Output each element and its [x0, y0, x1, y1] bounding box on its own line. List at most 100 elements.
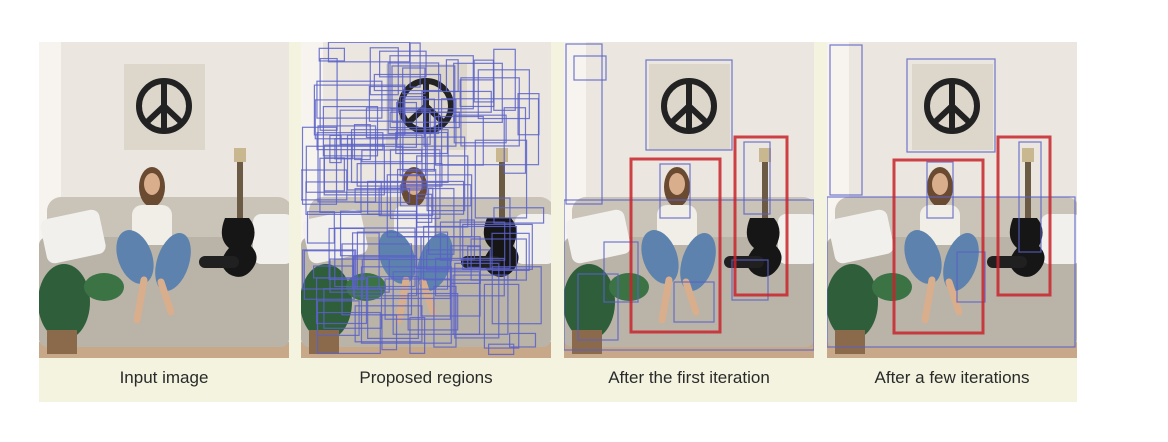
- detection-box: [892, 158, 985, 335]
- detection-box: [733, 135, 789, 297]
- plant: [564, 264, 615, 340]
- region-box: [743, 141, 771, 215]
- region-box: [395, 131, 449, 155]
- region-box: [956, 251, 986, 303]
- region-box: [360, 266, 452, 344]
- guitar-neck: [237, 154, 243, 224]
- legs: [921, 276, 963, 324]
- region-box: [392, 271, 481, 335]
- plant-leaf: [609, 273, 649, 301]
- figure: Input image Proposed regions After the f…: [39, 42, 1077, 402]
- region-box: [474, 139, 528, 219]
- region-box: [731, 259, 769, 301]
- region-box: [409, 42, 421, 88]
- region-box: [829, 44, 863, 196]
- cushion-right: [1041, 214, 1077, 264]
- panel-input-image: [39, 42, 289, 358]
- region-box: [354, 305, 423, 343]
- legs: [133, 276, 175, 324]
- detection-box: [996, 135, 1052, 297]
- region-box: [926, 161, 954, 219]
- caption-few-iterations: After a few iterations: [874, 368, 1030, 387]
- region-box: [399, 96, 427, 177]
- plant: [39, 264, 90, 340]
- guitar-head: [496, 148, 508, 162]
- region-box: [384, 278, 452, 320]
- panel-proposed-regions: [301, 42, 551, 358]
- region-box: [426, 136, 466, 212]
- region-box: [329, 134, 342, 164]
- region-box: [473, 59, 495, 103]
- guitar-neck: [762, 154, 768, 224]
- region-box: [433, 285, 457, 348]
- caption-proposed-regions: Proposed regions: [359, 368, 493, 387]
- cushion-left: [828, 209, 894, 264]
- region-box: [453, 62, 503, 123]
- scene-svg: [39, 42, 289, 358]
- region-box: [603, 241, 639, 303]
- region-box: [389, 55, 474, 110]
- region-box: [378, 187, 434, 217]
- scene-svg: [827, 42, 1077, 358]
- region-box: [369, 47, 399, 96]
- region-box: [373, 73, 442, 92]
- region-box: [319, 157, 362, 213]
- face: [669, 173, 685, 195]
- region-box: [827, 196, 1076, 348]
- guitar-head: [234, 148, 246, 162]
- region-box: [453, 114, 507, 144]
- region-box: [673, 281, 715, 323]
- plant-pot: [47, 330, 77, 354]
- region-box: [407, 292, 459, 331]
- guitar-neck: [1025, 154, 1031, 224]
- scene-svg: [301, 42, 551, 358]
- region-box: [317, 125, 377, 203]
- region-box: [368, 85, 405, 122]
- region-box: [396, 168, 437, 238]
- jeans-right: [155, 233, 191, 291]
- region-box: [462, 223, 533, 270]
- face: [144, 173, 160, 195]
- caption-input-image: Input image: [119, 368, 209, 387]
- region-box: [491, 266, 542, 325]
- guitar-head: [759, 148, 771, 162]
- region-box: [445, 59, 459, 93]
- region-box: [353, 124, 371, 161]
- face: [406, 173, 422, 195]
- guitar-case: [724, 256, 764, 268]
- jeans-right: [943, 233, 979, 291]
- jeans-right: [680, 233, 716, 291]
- region-box: [402, 67, 426, 95]
- region-box: [334, 227, 416, 288]
- cushion-left: [40, 209, 106, 264]
- region-box: [318, 47, 346, 62]
- region-box: [423, 225, 518, 281]
- jeans-left: [116, 230, 154, 284]
- region-box: [565, 43, 603, 205]
- panel-few-iterations: [827, 42, 1077, 358]
- detection-box: [629, 157, 722, 334]
- caption-first-iteration: After the first iteration: [608, 368, 770, 387]
- region-box: [303, 250, 355, 300]
- region-box: [301, 169, 348, 201]
- region-box: [509, 332, 537, 348]
- plant: [827, 264, 878, 340]
- plant-leaf: [84, 273, 124, 301]
- region-box: [434, 257, 505, 297]
- region-box: [645, 59, 733, 151]
- white-top: [132, 205, 172, 245]
- panel-first-iteration: [564, 42, 814, 358]
- region-box: [339, 210, 418, 257]
- guitar-case: [199, 256, 239, 268]
- cushion-right: [515, 214, 551, 264]
- region-box: [564, 199, 814, 351]
- region-box: [439, 221, 506, 261]
- plant-leaf: [872, 273, 912, 301]
- cushion-left: [565, 209, 631, 264]
- region-box: [379, 50, 427, 78]
- face: [932, 173, 948, 195]
- region-box: [454, 262, 500, 339]
- region-box: [313, 265, 354, 279]
- region-box: [361, 258, 451, 300]
- jeans-left: [904, 230, 942, 284]
